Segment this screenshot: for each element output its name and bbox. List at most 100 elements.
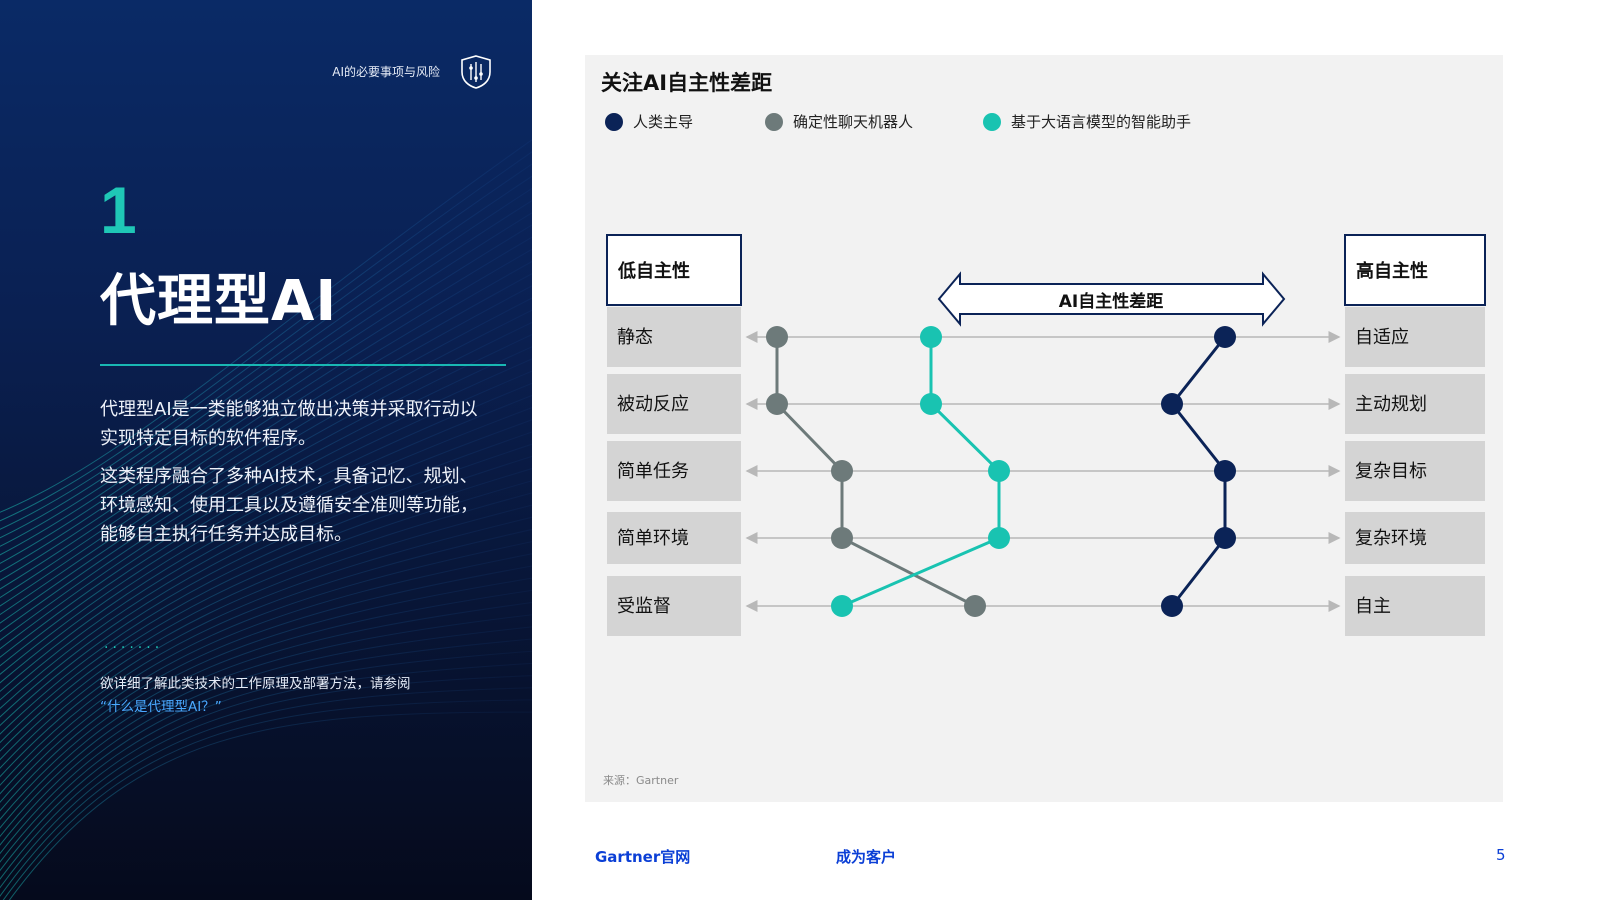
decorative-line [0, 541, 532, 795]
decorative-line [0, 260, 532, 599]
decorative-line [0, 224, 532, 573]
become-client-link[interactable]: 成为客户 [836, 848, 897, 866]
title-divider [100, 364, 506, 366]
high-level-label: 自主 [1355, 596, 1391, 617]
legend-label: 确定性聊天机器人 [793, 113, 914, 131]
decorative-line [0, 504, 532, 769]
decorative-line [0, 187, 532, 547]
decorative-line [0, 516, 532, 778]
low-level-label: 被动反应 [617, 394, 689, 415]
decorative-line [0, 297, 532, 624]
decorative-line [0, 602, 532, 838]
source-note: 来源：Gartner [603, 774, 679, 787]
low-level-box [607, 374, 741, 434]
decorative-line [0, 528, 532, 786]
high-level-label: 复杂目标 [1355, 461, 1427, 482]
autonomy-gap-figure: 关注AI自主性差距 人类主导 确定性聊天机器人 基于大语言模型的智能助手 低自主… [585, 55, 1503, 802]
section-title: 代理型AI [100, 269, 338, 334]
decorative-line [8, 711, 532, 900]
decorative-line [0, 236, 532, 582]
decorative-lines [0, 139, 532, 900]
low-autonomy-header-box [606, 234, 742, 306]
decorative-line [0, 443, 532, 727]
llm-assistant-point [988, 460, 1010, 482]
decorative-line [0, 480, 532, 752]
decorative-line [0, 321, 532, 641]
decorative-line [0, 273, 532, 607]
llm-assistant-point [920, 393, 942, 415]
more-info: 欲详细了解此类技术的工作原理及部署方法，请参阅 “什么是代理型AI？” [100, 673, 510, 719]
decorative-line [0, 175, 532, 539]
low-level-label: 简单任务 [617, 461, 689, 482]
left-panel: AI的必要事项与风险 1 代理型AI 代理型AI是一类能够独立做出决策并采取行动… [0, 0, 532, 900]
high-level-label: 复杂环境 [1355, 528, 1427, 549]
high-level-box [1345, 374, 1485, 434]
more-info-text: 欲详细了解此类技术的工作原理及部署方法，请参阅 [100, 676, 411, 692]
decorative-line [0, 455, 532, 735]
high-autonomy-header-box [1344, 234, 1486, 306]
low-level-label: 简单环境 [617, 528, 689, 549]
legend-item-human-led: 人类主导 [605, 111, 693, 132]
legend-swatch [765, 112, 783, 131]
high-level-label: 主动规划 [1355, 394, 1427, 415]
high-level-label: 自适应 [1355, 327, 1409, 348]
decorative-line [0, 553, 532, 804]
decorative-line [0, 370, 532, 675]
high-level-box [1345, 576, 1485, 636]
decorative-line [0, 492, 532, 761]
human-led-point [1214, 326, 1236, 348]
decorative-line [0, 468, 532, 744]
shield-circuit-icon [461, 55, 491, 89]
high-level-box [1345, 512, 1485, 564]
autonomy-gap-arrow [937, 271, 1286, 327]
legend-swatch [983, 112, 1001, 131]
high-level-box [1345, 307, 1485, 367]
low-level-box [607, 512, 741, 564]
legend-label: 基于大语言模型的智能助手 [1011, 113, 1192, 131]
decorative-line [0, 687, 532, 898]
decorative-line [0, 248, 532, 590]
deterministic-chatbot-point [831, 527, 853, 549]
autonomy-diagram: 低自主性 高自主性 AI自主性差距 静态自适应被动反应主动规划简单任务复杂目标简… [606, 234, 1486, 636]
decorative-line [0, 309, 532, 633]
low-level-label: 静态 [617, 327, 653, 348]
figure-title: 关注AI自主性差距 [601, 71, 773, 95]
high-autonomy-header: 高自主性 [1356, 260, 1428, 282]
legend: 人类主导 确定性聊天机器人 基于大语言模型的智能助手 [605, 111, 1485, 133]
llm-assistant-point [920, 326, 942, 348]
human-led-point [1161, 595, 1183, 617]
high-level-box [1345, 441, 1485, 501]
legend-label: 人类主导 [633, 113, 694, 131]
decorative-line [0, 212, 532, 564]
legend-swatch [605, 112, 623, 131]
what-is-agentic-ai-link[interactable]: “什么是代理型AI？” [100, 699, 222, 715]
decorative-line [0, 675, 532, 889]
decorative-line [0, 662, 532, 880]
decorative-line [0, 358, 532, 667]
low-autonomy-header: 低自主性 [617, 260, 690, 282]
deterministic-chatbot-point [964, 595, 986, 617]
decorative-line [0, 419, 532, 710]
detail-paragraph: 这类程序融合了多种AI技术，具备记忆、规划、环境感知、使用工具以及遵循安全准则等… [100, 466, 478, 545]
human-led-point [1214, 527, 1236, 549]
decorative-line [0, 334, 532, 650]
intro-paragraph: 代理型AI是一类能够独立做出决策并采取行动以实现特定目标的软件程序。 [100, 399, 478, 449]
decorative-line [0, 626, 532, 855]
section-number: 1 [100, 173, 137, 247]
dotted-separator: ······· [104, 640, 164, 656]
human-led-point [1214, 460, 1236, 482]
low-level-box [607, 576, 741, 636]
gartner-website-link[interactable]: Gartner官网 [595, 848, 691, 866]
decorative-line [0, 151, 532, 522]
low-level-label: 受监督 [617, 596, 671, 617]
deterministic-chatbot-point [766, 393, 788, 415]
low-level-box [607, 441, 741, 501]
page-number: 5 [1496, 846, 1506, 864]
decorative-line [0, 382, 532, 684]
decorative-line [0, 577, 532, 821]
decorative-line [0, 589, 532, 829]
llm-assistant-point [988, 527, 1010, 549]
decorative-line [0, 285, 532, 616]
decorative-line [0, 163, 532, 530]
decorative-line [0, 565, 532, 812]
